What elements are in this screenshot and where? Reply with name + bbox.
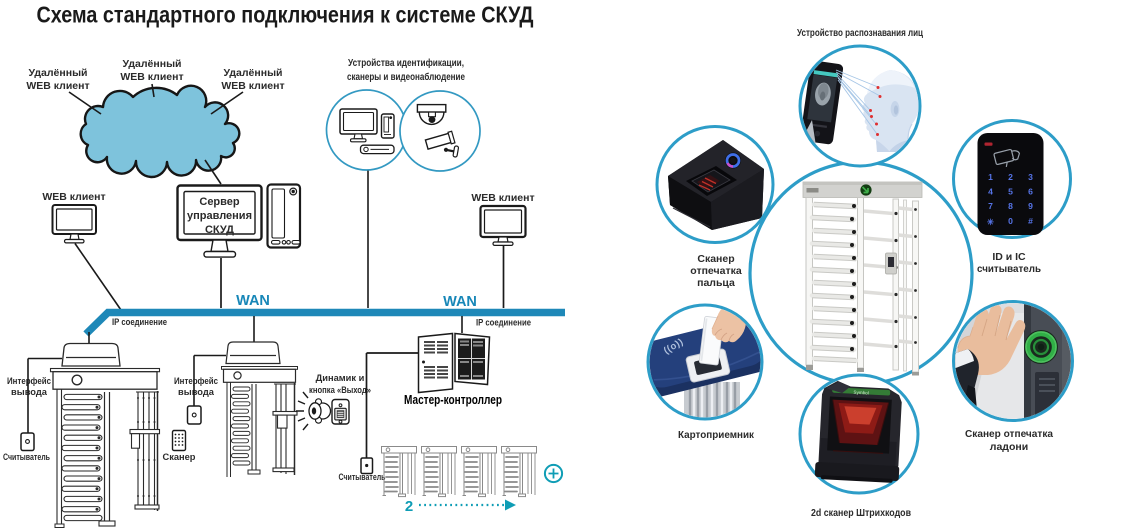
svg-text:7: 7 (988, 201, 993, 211)
svg-text:2d сканер Штрихкодов: 2d сканер Штрихкодов (811, 507, 911, 519)
svg-text:вывода: вывода (178, 387, 215, 397)
svg-text:WEB клиент: WEB клиент (120, 71, 183, 83)
svg-text:WEB клиент: WEB клиент (26, 80, 89, 92)
svg-text:WEB клиент: WEB клиент (471, 192, 534, 204)
svg-text:Мастер-контроллер: Мастер-контроллер (404, 393, 502, 407)
svg-text:4: 4 (988, 187, 993, 197)
svg-text:Symbol: Symbol (853, 390, 869, 396)
svg-text:Считыватель: Считыватель (339, 472, 386, 482)
svg-text:ID и IC: ID и IC (992, 251, 1026, 263)
svg-text:2: 2 (1008, 172, 1013, 182)
svg-text:пальца: пальца (697, 277, 735, 289)
svg-text:Устройство распознавания лиц: Устройство распознавания лиц (797, 27, 923, 39)
svg-text:Динамик и: Динамик и (316, 373, 365, 383)
svg-text:считыватель: считыватель (977, 263, 1042, 275)
svg-text:сканеры и видеонаблюдение: сканеры и видеонаблюдение (347, 71, 465, 83)
svg-text:Устройства идентификации,: Устройства идентификации, (348, 57, 464, 69)
svg-text:Интерфейс: Интерфейс (7, 376, 51, 386)
svg-text:✳: ✳ (987, 217, 995, 227)
svg-text:Сканер: Сканер (697, 253, 734, 265)
svg-text:WEB клиент: WEB клиент (42, 191, 105, 203)
svg-text:Сервер: Сервер (199, 196, 240, 208)
svg-text:3: 3 (1028, 172, 1033, 182)
svg-text:ладони: ладони (990, 441, 1028, 453)
svg-text:кнопка «Выход»: кнопка «Выход» (309, 385, 371, 395)
svg-text:Сканер отпечатка: Сканер отпечатка (965, 428, 1053, 440)
svg-text:Удалённый: Удалённый (224, 67, 283, 79)
svg-text:8: 8 (1008, 201, 1013, 211)
svg-text:Картоприемник: Картоприемник (678, 429, 755, 441)
svg-text:отпечатка: отпечатка (690, 265, 742, 277)
svg-text:IP соединение: IP соединение (476, 318, 531, 328)
svg-text:1: 1 (988, 172, 993, 182)
svg-text:6: 6 (1028, 187, 1033, 197)
svg-text:Схема стандартного подключения: Схема стандартного подключения к системе… (37, 2, 534, 28)
svg-text:Интерфейс: Интерфейс (174, 376, 218, 386)
svg-text:5: 5 (1008, 187, 1013, 197)
svg-text:0: 0 (1008, 216, 1013, 226)
svg-text:СКУД: СКУД (205, 224, 234, 236)
svg-text:Считыватель: Считыватель (3, 452, 50, 462)
svg-text:WEB клиент: WEB клиент (221, 80, 284, 92)
svg-text:Удалённый: Удалённый (123, 58, 182, 70)
svg-text:2: 2 (405, 498, 413, 515)
svg-text:WAN: WAN (443, 294, 477, 310)
svg-text:Удалённый: Удалённый (29, 67, 88, 79)
svg-text:WAN: WAN (236, 293, 270, 309)
svg-text:9: 9 (1028, 201, 1033, 211)
svg-text:Сканер: Сканер (162, 452, 195, 462)
svg-text:#: # (1028, 216, 1033, 226)
svg-text:вывода: вывода (11, 387, 48, 397)
svg-text:IP соединение: IP соединение (112, 317, 167, 327)
svg-text:управления: управления (187, 210, 252, 222)
